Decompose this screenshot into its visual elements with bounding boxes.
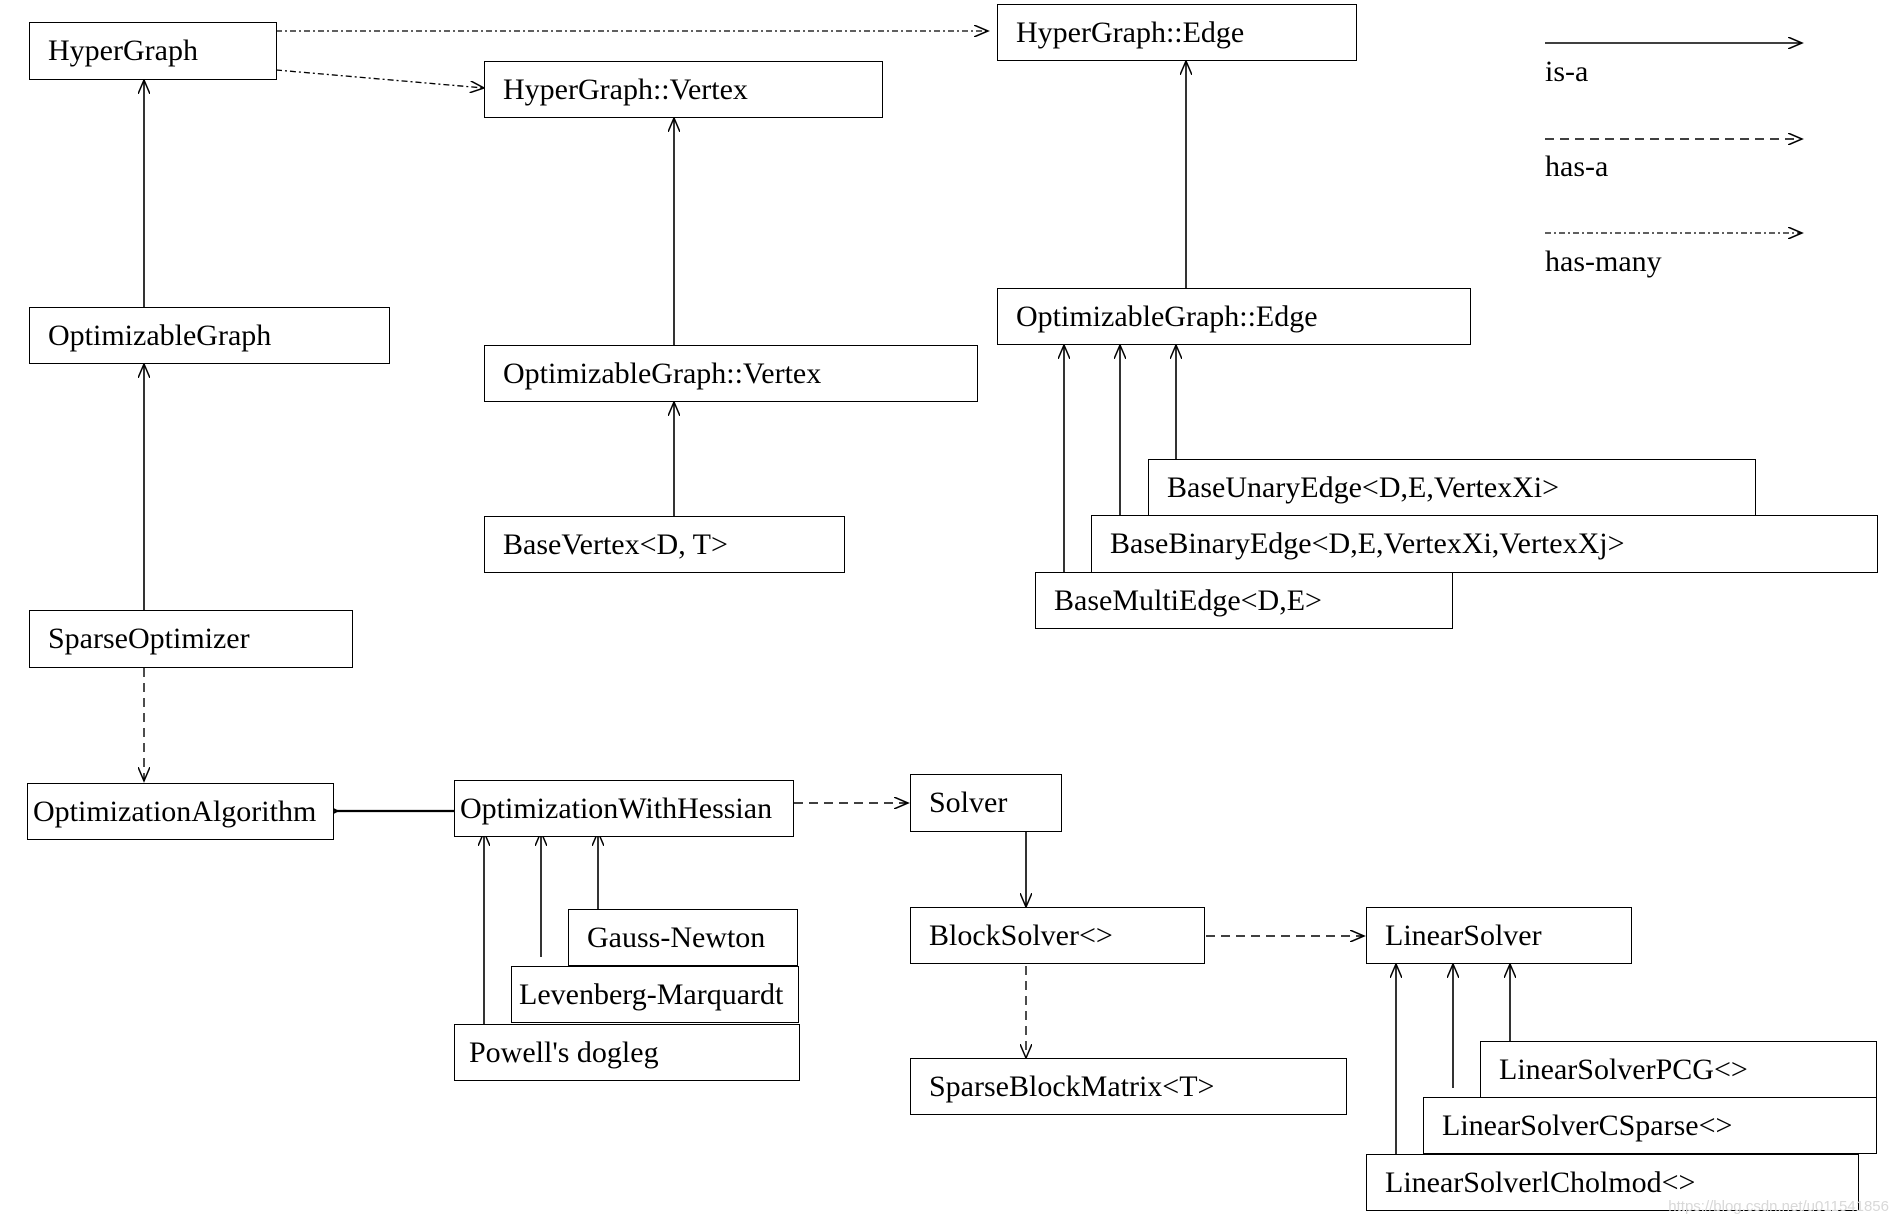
class-linear-solver-pcg: LinearSolverPCG<> [1480, 1041, 1877, 1098]
legend-is-a-label: is-a [1545, 55, 1589, 88]
class-base-multi-edge: BaseMultiEdge<D,E> [1035, 572, 1453, 629]
class-linear-solver-csparse: LinearSolverCSparse<> [1423, 1097, 1877, 1154]
class-hypergraph-vertex: HyperGraph::Vertex [484, 61, 883, 118]
class-levenberg-marquardt: Levenberg-Marquardt [511, 966, 799, 1023]
class-sparse-optimizer: SparseOptimizer [29, 610, 353, 668]
hypergraph-has-many-vertex [275, 69, 484, 88]
class-gauss-newton: Gauss-Newton [568, 909, 798, 966]
class-optimization-with-hessian: OptimizationWithHessian [454, 780, 794, 837]
class-base-unary-edge: BaseUnaryEdge<D,E,VertexXi> [1148, 459, 1756, 516]
class-optimization-algorithm: OptimizationAlgorithm [27, 783, 334, 840]
class-optimizable-graph-vertex: OptimizableGraph::Vertex [484, 345, 978, 402]
class-sparse-block-matrix: SparseBlockMatrix<T> [910, 1058, 1347, 1115]
class-block-solver: BlockSolver<> [910, 907, 1205, 964]
class-base-binary-edge: BaseBinaryEdge<D,E,VertexXi,VertexXj> [1091, 515, 1878, 573]
class-linear-solver: LinearSolver [1366, 907, 1632, 964]
class-optimizable-graph: OptimizableGraph [29, 307, 390, 364]
class-powells-dogleg: Powell's dogleg [454, 1024, 800, 1081]
watermark: https://blog.csdn.net/u011541856 [1668, 1198, 1889, 1215]
class-hypergraph-edge: HyperGraph::Edge [997, 4, 1357, 61]
class-base-vertex: BaseVertex<D, T> [484, 516, 845, 573]
class-linear-solver-cholmod: LinearSolverlCholmod<> [1366, 1154, 1859, 1211]
legend-has-many-label: has-many [1545, 245, 1662, 278]
class-optimizable-graph-edge: OptimizableGraph::Edge [997, 288, 1471, 345]
class-hypergraph: HyperGraph [29, 22, 277, 80]
class-solver: Solver [910, 774, 1062, 832]
legend-has-a-label: has-a [1545, 150, 1609, 183]
